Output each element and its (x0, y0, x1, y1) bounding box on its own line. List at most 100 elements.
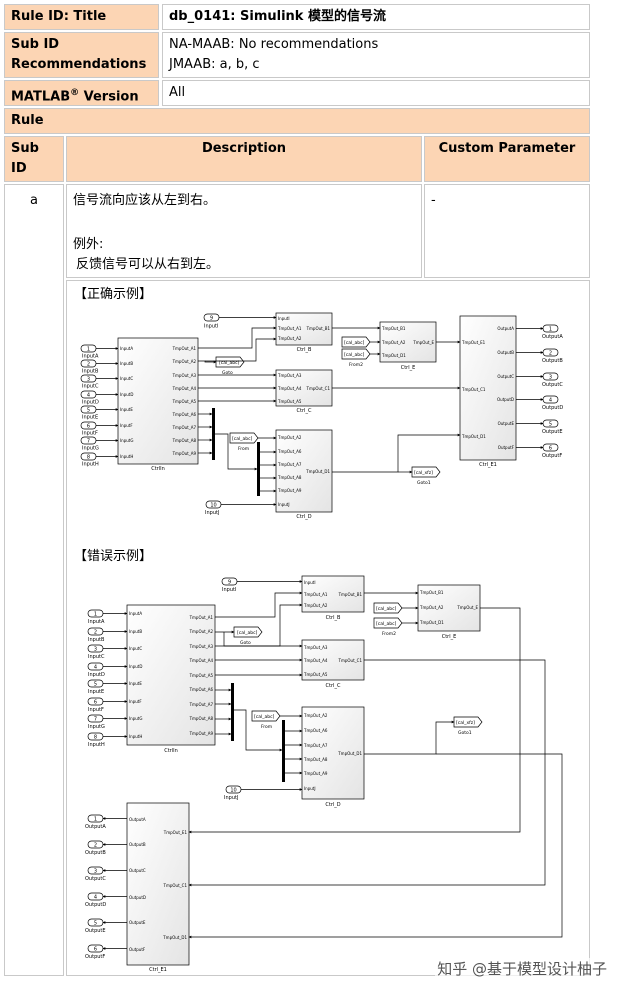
svg-text:InputB: InputB (129, 629, 142, 634)
svg-text:InputG: InputG (82, 446, 99, 452)
bad-from2-block[interactable]: [cal_abc] [cal_abc] From2 (373, 602, 403, 637)
svg-text:1: 1 (94, 817, 97, 823)
svg-text:Goto1: Goto1 (458, 730, 472, 736)
svg-text:OutputD: OutputD (542, 405, 563, 411)
svg-text:InputH: InputH (120, 454, 133, 459)
svg-text:TmpOut_B1: TmpOut_B1 (419, 590, 444, 595)
svg-text:TmpOut_A3: TmpOut_A3 (277, 373, 302, 378)
svg-text:5: 5 (94, 921, 97, 927)
svg-text:6: 6 (549, 446, 552, 452)
svg-text:3: 3 (94, 869, 97, 875)
svg-text:[cal_xfz]: [cal_xfz] (414, 470, 433, 476)
row-a-custom-parameter: - (424, 184, 590, 278)
svg-text:TmpOut_B1: TmpOut_B1 (381, 326, 406, 331)
rule-id-label: Rule ID: Title (4, 4, 159, 30)
svg-text:OutputC: OutputC (85, 876, 106, 882)
bad-mux-bar-1 (231, 683, 234, 741)
goto1-block[interactable]: [cal_xfz] Goto1 (411, 466, 441, 486)
rule-id-value: db_0141: Simulink 模型的信号流 (162, 4, 590, 30)
svg-text:TmpOut_D1: TmpOut_D1 (381, 353, 406, 358)
svg-text:OutputE: OutputE (129, 920, 146, 925)
svg-text:InputD: InputD (82, 400, 99, 406)
svg-text:Ctrl_E: Ctrl_E (401, 365, 416, 371)
svg-text:OutputE: OutputE (498, 421, 515, 426)
col-sub-id-line1: Sub (11, 141, 39, 156)
svg-text:TmpOut_D1: TmpOut_D1 (337, 751, 362, 756)
svg-text:InputD: InputD (88, 672, 105, 678)
svg-text:InputG: InputG (129, 716, 142, 721)
ctrl-e1-block[interactable]: TmpOut_E1 TmpOut_C1 TmpOut_D1 OutputA Ou… (459, 315, 517, 468)
svg-text:TmpOut_A2: TmpOut_A2 (419, 605, 444, 610)
svg-text:InputB: InputB (88, 637, 105, 643)
svg-text:6: 6 (94, 700, 97, 706)
svg-text:InputE: InputE (82, 415, 98, 421)
svg-text:TmpOut_D1: TmpOut_D1 (419, 620, 444, 625)
bad-from-block[interactable]: [cal_abc] From (251, 710, 281, 730)
svg-text:9: 9 (228, 580, 231, 586)
svg-text:TmpOut_A8: TmpOut_A8 (277, 475, 302, 480)
bad-input-j-port[interactable]: 10 InputJ (224, 785, 242, 801)
svg-text:From: From (261, 724, 272, 730)
svg-text:InputJ: InputJ (224, 795, 238, 801)
svg-text:9: 9 (210, 316, 213, 322)
svg-text:InputC: InputC (120, 376, 133, 381)
registered-mark: ® (70, 88, 80, 98)
svg-text:TmpOut_A2: TmpOut_A2 (303, 603, 328, 608)
svg-text:InputF: InputF (82, 431, 98, 437)
goto-block[interactable]: [cal_abc] Goto (215, 356, 245, 376)
bad-input-i-port[interactable]: 9 InputI (221, 577, 238, 593)
svg-text:InputI: InputI (204, 324, 218, 330)
svg-text:4: 4 (87, 393, 90, 399)
svg-text:OutputB: OutputB (497, 350, 514, 355)
bad-ctrl-e1-block[interactable]: OutputA OutputB OutputC OutputD OutputE … (126, 802, 190, 973)
bad-goto1-block[interactable]: [cal_xfz] Goto1 (453, 716, 483, 736)
svg-text:OutputD: OutputD (129, 895, 146, 900)
row-a-desc-line3: 反馈信号可以从右到左。 (76, 257, 220, 272)
svg-text:TmpOut_A3: TmpOut_A3 (189, 644, 214, 649)
from-block[interactable]: [cal_abc] From (229, 432, 259, 452)
svg-text:OutputB: OutputB (85, 850, 106, 856)
col-custom-parameter: Custom Parameter (424, 136, 590, 182)
bad-goto-block[interactable]: [cal_abc] Goto (233, 626, 263, 646)
svg-text:[cal_abc]: [cal_abc] (219, 360, 240, 366)
svg-text:From: From (238, 446, 249, 452)
svg-text:5: 5 (87, 408, 90, 414)
svg-text:OutputD: OutputD (85, 902, 106, 908)
from2-block[interactable]: [cal_abc] [cal_abc] From2 (341, 336, 371, 368)
svg-text:OutputB: OutputB (542, 358, 563, 364)
svg-text:From2: From2 (382, 631, 396, 637)
svg-text:TmpOut_A5: TmpOut_A5 (172, 399, 197, 404)
svg-text:TmpOut_E1: TmpOut_E1 (461, 340, 486, 345)
svg-text:TmpOut_A7: TmpOut_A7 (189, 702, 214, 707)
